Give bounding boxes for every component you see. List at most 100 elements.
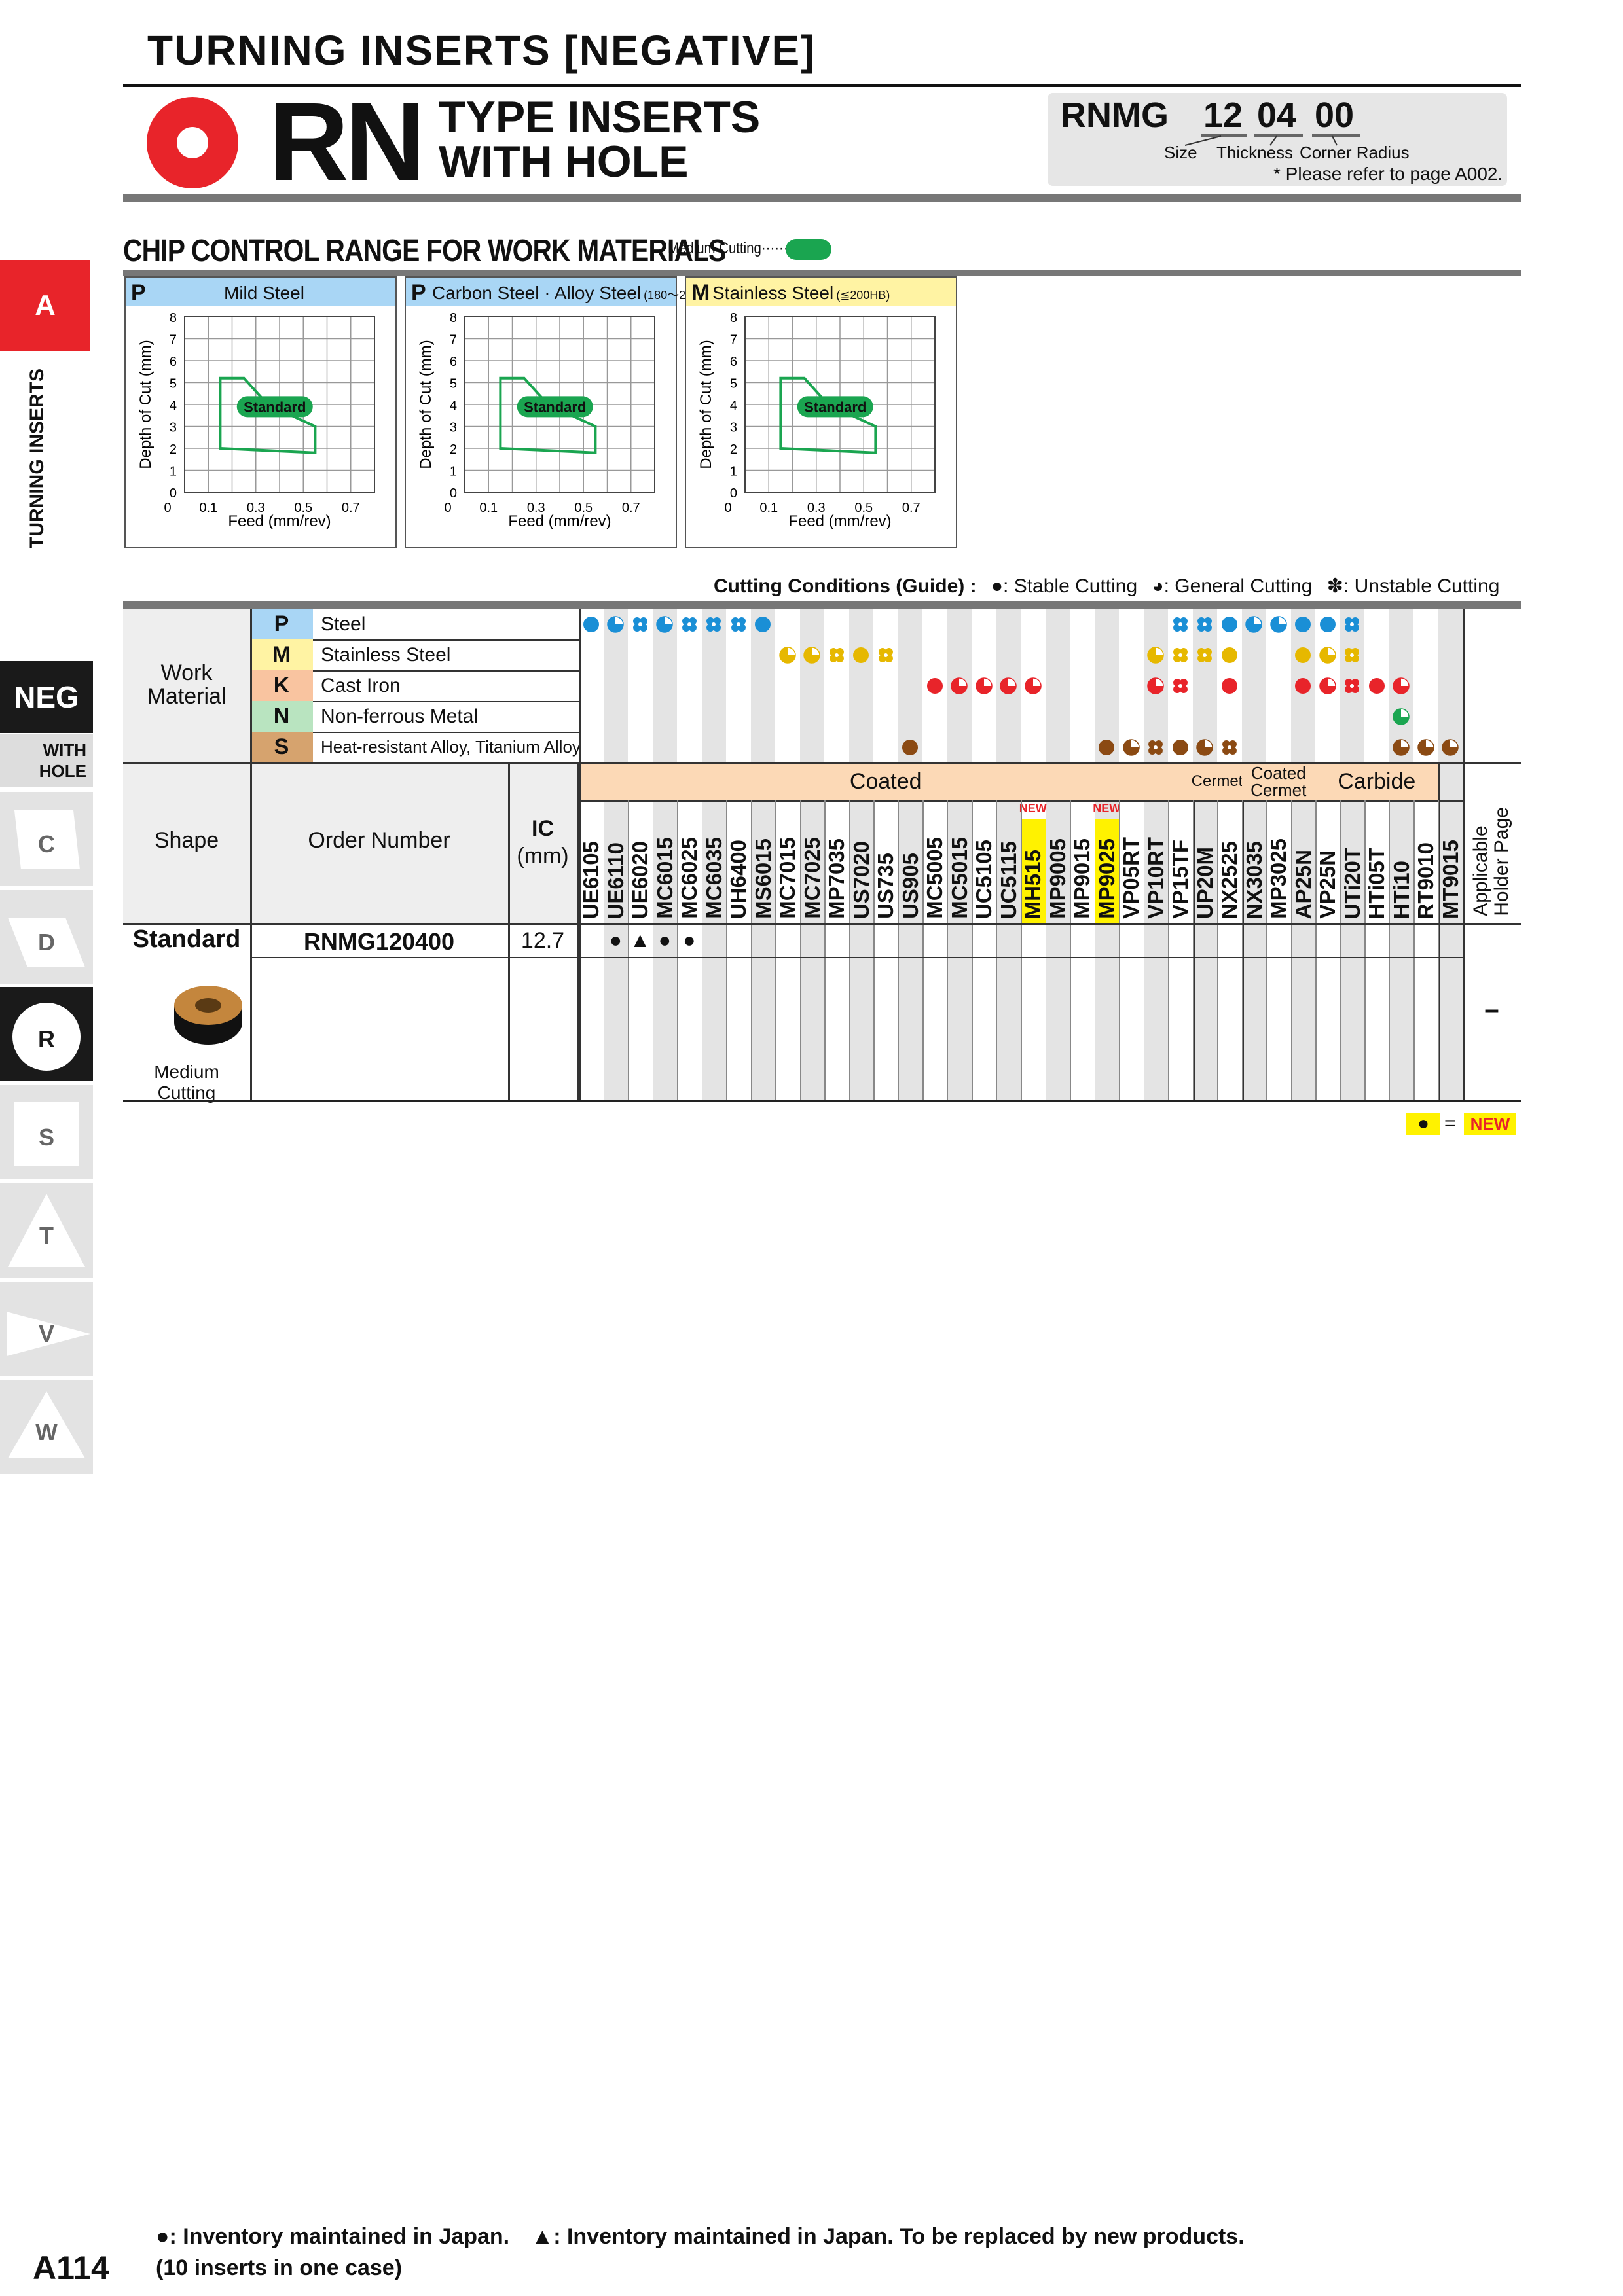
general-icon: ◕ xyxy=(1152,575,1164,597)
grade-label-cell: MH515 xyxy=(1021,823,1046,919)
table-rule xyxy=(701,800,702,1100)
shape-tab-s[interactable]: S xyxy=(0,1085,93,1179)
table-rule xyxy=(1438,762,1440,1100)
with-hole-line-1: WITH xyxy=(43,740,86,760)
grade-label-vp15tf: VP15TF xyxy=(1168,839,1192,919)
grade-column-shade xyxy=(603,609,628,1100)
y-tick-label: 2 xyxy=(450,442,457,457)
shape-tab-r[interactable]: R xyxy=(0,987,93,1081)
shape-tab-t[interactable]: T xyxy=(0,1183,93,1278)
row-ic: 12.7 xyxy=(520,928,565,953)
condition-mark-general-icon xyxy=(779,646,796,664)
condition-mark-general-icon xyxy=(976,677,993,694)
neg-tab[interactable]: NEG xyxy=(0,661,93,733)
ic-header-unit: (mm) xyxy=(517,844,569,869)
group-header-bg xyxy=(1241,762,1315,800)
condition-mark-unstable-icon xyxy=(1345,647,1360,662)
condition-mark-unstable-icon xyxy=(1173,678,1188,693)
grade-label-cell: NX3035 xyxy=(1242,823,1267,919)
table-rule xyxy=(726,800,727,1100)
x-tick-label: 0.7 xyxy=(342,501,360,515)
type-code: RN xyxy=(268,80,426,204)
grade-label-cell: MP9005 xyxy=(1046,823,1070,919)
grade-column-shade xyxy=(701,609,726,1100)
holder-label-1: Applicable xyxy=(1470,825,1491,916)
standard-region-label: Standard xyxy=(524,399,586,415)
shape-tab-w[interactable]: W xyxy=(0,1380,93,1474)
grade-column-shade xyxy=(848,609,873,1100)
y-tick-label: 1 xyxy=(730,465,737,479)
table-rule xyxy=(898,800,899,1100)
condition-mark-general-icon xyxy=(1147,646,1164,664)
condition-mark-general-icon xyxy=(1025,677,1042,694)
x-tick-label: 0.1 xyxy=(759,501,778,515)
table-rule xyxy=(250,701,579,702)
condition-mark-stable-icon xyxy=(1368,677,1385,694)
conditions-label: Cutting Conditions (Guide) : xyxy=(714,575,977,597)
with-hole-tab[interactable]: WITH HOLE xyxy=(0,734,93,787)
grade-label-uti20t: UTi20T xyxy=(1340,847,1364,919)
table-rule xyxy=(1241,762,1244,1100)
code-box xyxy=(1048,93,1507,186)
condition-mark-general-icon xyxy=(1393,677,1410,694)
code-label-radius: Corner Radius xyxy=(1300,143,1410,162)
grade-label-cell: AP25N xyxy=(1291,823,1316,919)
type-title: TYPE INSERTS WITH HOLE xyxy=(439,95,760,184)
grade-label-ms6015: MS6015 xyxy=(750,838,775,919)
table-rule xyxy=(1143,800,1144,1100)
y-axis-label: Depth of Cut (mm) xyxy=(137,340,155,469)
table-rule xyxy=(123,923,1521,925)
section-tab-a[interactable]: A xyxy=(0,260,90,351)
grade-label-cell: MC6015 xyxy=(653,823,678,919)
y-tick-label: 7 xyxy=(450,333,457,348)
new-grade-tag: NEW xyxy=(1019,802,1047,815)
material-letter-k: K xyxy=(250,670,313,701)
row-holder-page[interactable]: – xyxy=(1484,995,1499,1024)
condition-mark-unstable-icon xyxy=(1197,647,1213,662)
x-tick-label: 0.3 xyxy=(527,501,545,515)
grade-label-mp9015: MP9015 xyxy=(1070,838,1094,919)
conditions-legend: Cutting Conditions (Guide) : ●: Stable C… xyxy=(714,575,1499,598)
code-size-underline xyxy=(1201,134,1247,137)
condition-mark-unstable-icon xyxy=(829,647,844,662)
y-tick-label: 0 xyxy=(450,486,457,501)
grade-label-ue6020: UE6020 xyxy=(628,840,652,919)
chip-chart-letter: M xyxy=(691,280,710,305)
code-note: * Please refer to page A002. xyxy=(1273,164,1503,184)
code-size: 12 xyxy=(1203,96,1243,135)
grade-label-mt9015: MT9015 xyxy=(1438,839,1463,919)
x-tick-zero: 0 xyxy=(724,501,731,515)
condition-mark-stable-icon xyxy=(583,616,599,632)
condition-mark-general-icon xyxy=(1417,738,1434,756)
table-rule xyxy=(1413,800,1415,1100)
grade-column-shade xyxy=(1241,609,1266,1100)
x-axis-label: Feed (mm/rev) xyxy=(228,512,331,530)
row-order-number[interactable]: RNMG120400 xyxy=(303,928,455,955)
condition-mark-stable-icon xyxy=(1172,739,1188,755)
table-rule xyxy=(1438,800,1439,1100)
condition-mark-unstable-icon xyxy=(706,617,721,632)
code-prefix: RNMG xyxy=(1061,96,1169,135)
code-label-size: Size xyxy=(1164,143,1197,162)
grade-column-shade xyxy=(750,609,775,1100)
shape-tab-c[interactable]: C xyxy=(0,792,93,886)
table-rule xyxy=(1119,800,1120,1100)
condition-mark-stable-icon xyxy=(902,739,919,755)
x-tick-label: 0.1 xyxy=(199,501,217,515)
standard-region-badge xyxy=(517,396,593,418)
condition-mark-unstable-icon xyxy=(1148,740,1163,755)
grade-label-cell: UE6020 xyxy=(628,823,653,919)
shape-tab-letter: C xyxy=(38,831,55,857)
shape-tab-d[interactable]: D xyxy=(0,890,93,984)
work-material-cell xyxy=(123,609,250,762)
chip-chart-name-small: (≦200HB) xyxy=(836,289,890,302)
condition-mark-stable-icon xyxy=(755,616,771,632)
grade-label-cell: MP3025 xyxy=(1266,823,1291,919)
table-rule xyxy=(1315,800,1317,1100)
standard-region-badge xyxy=(797,396,873,418)
shape-tab-v[interactable]: V xyxy=(0,1282,93,1376)
row-shape: Standard xyxy=(132,925,241,953)
group-header-coated: Coated xyxy=(849,769,922,794)
